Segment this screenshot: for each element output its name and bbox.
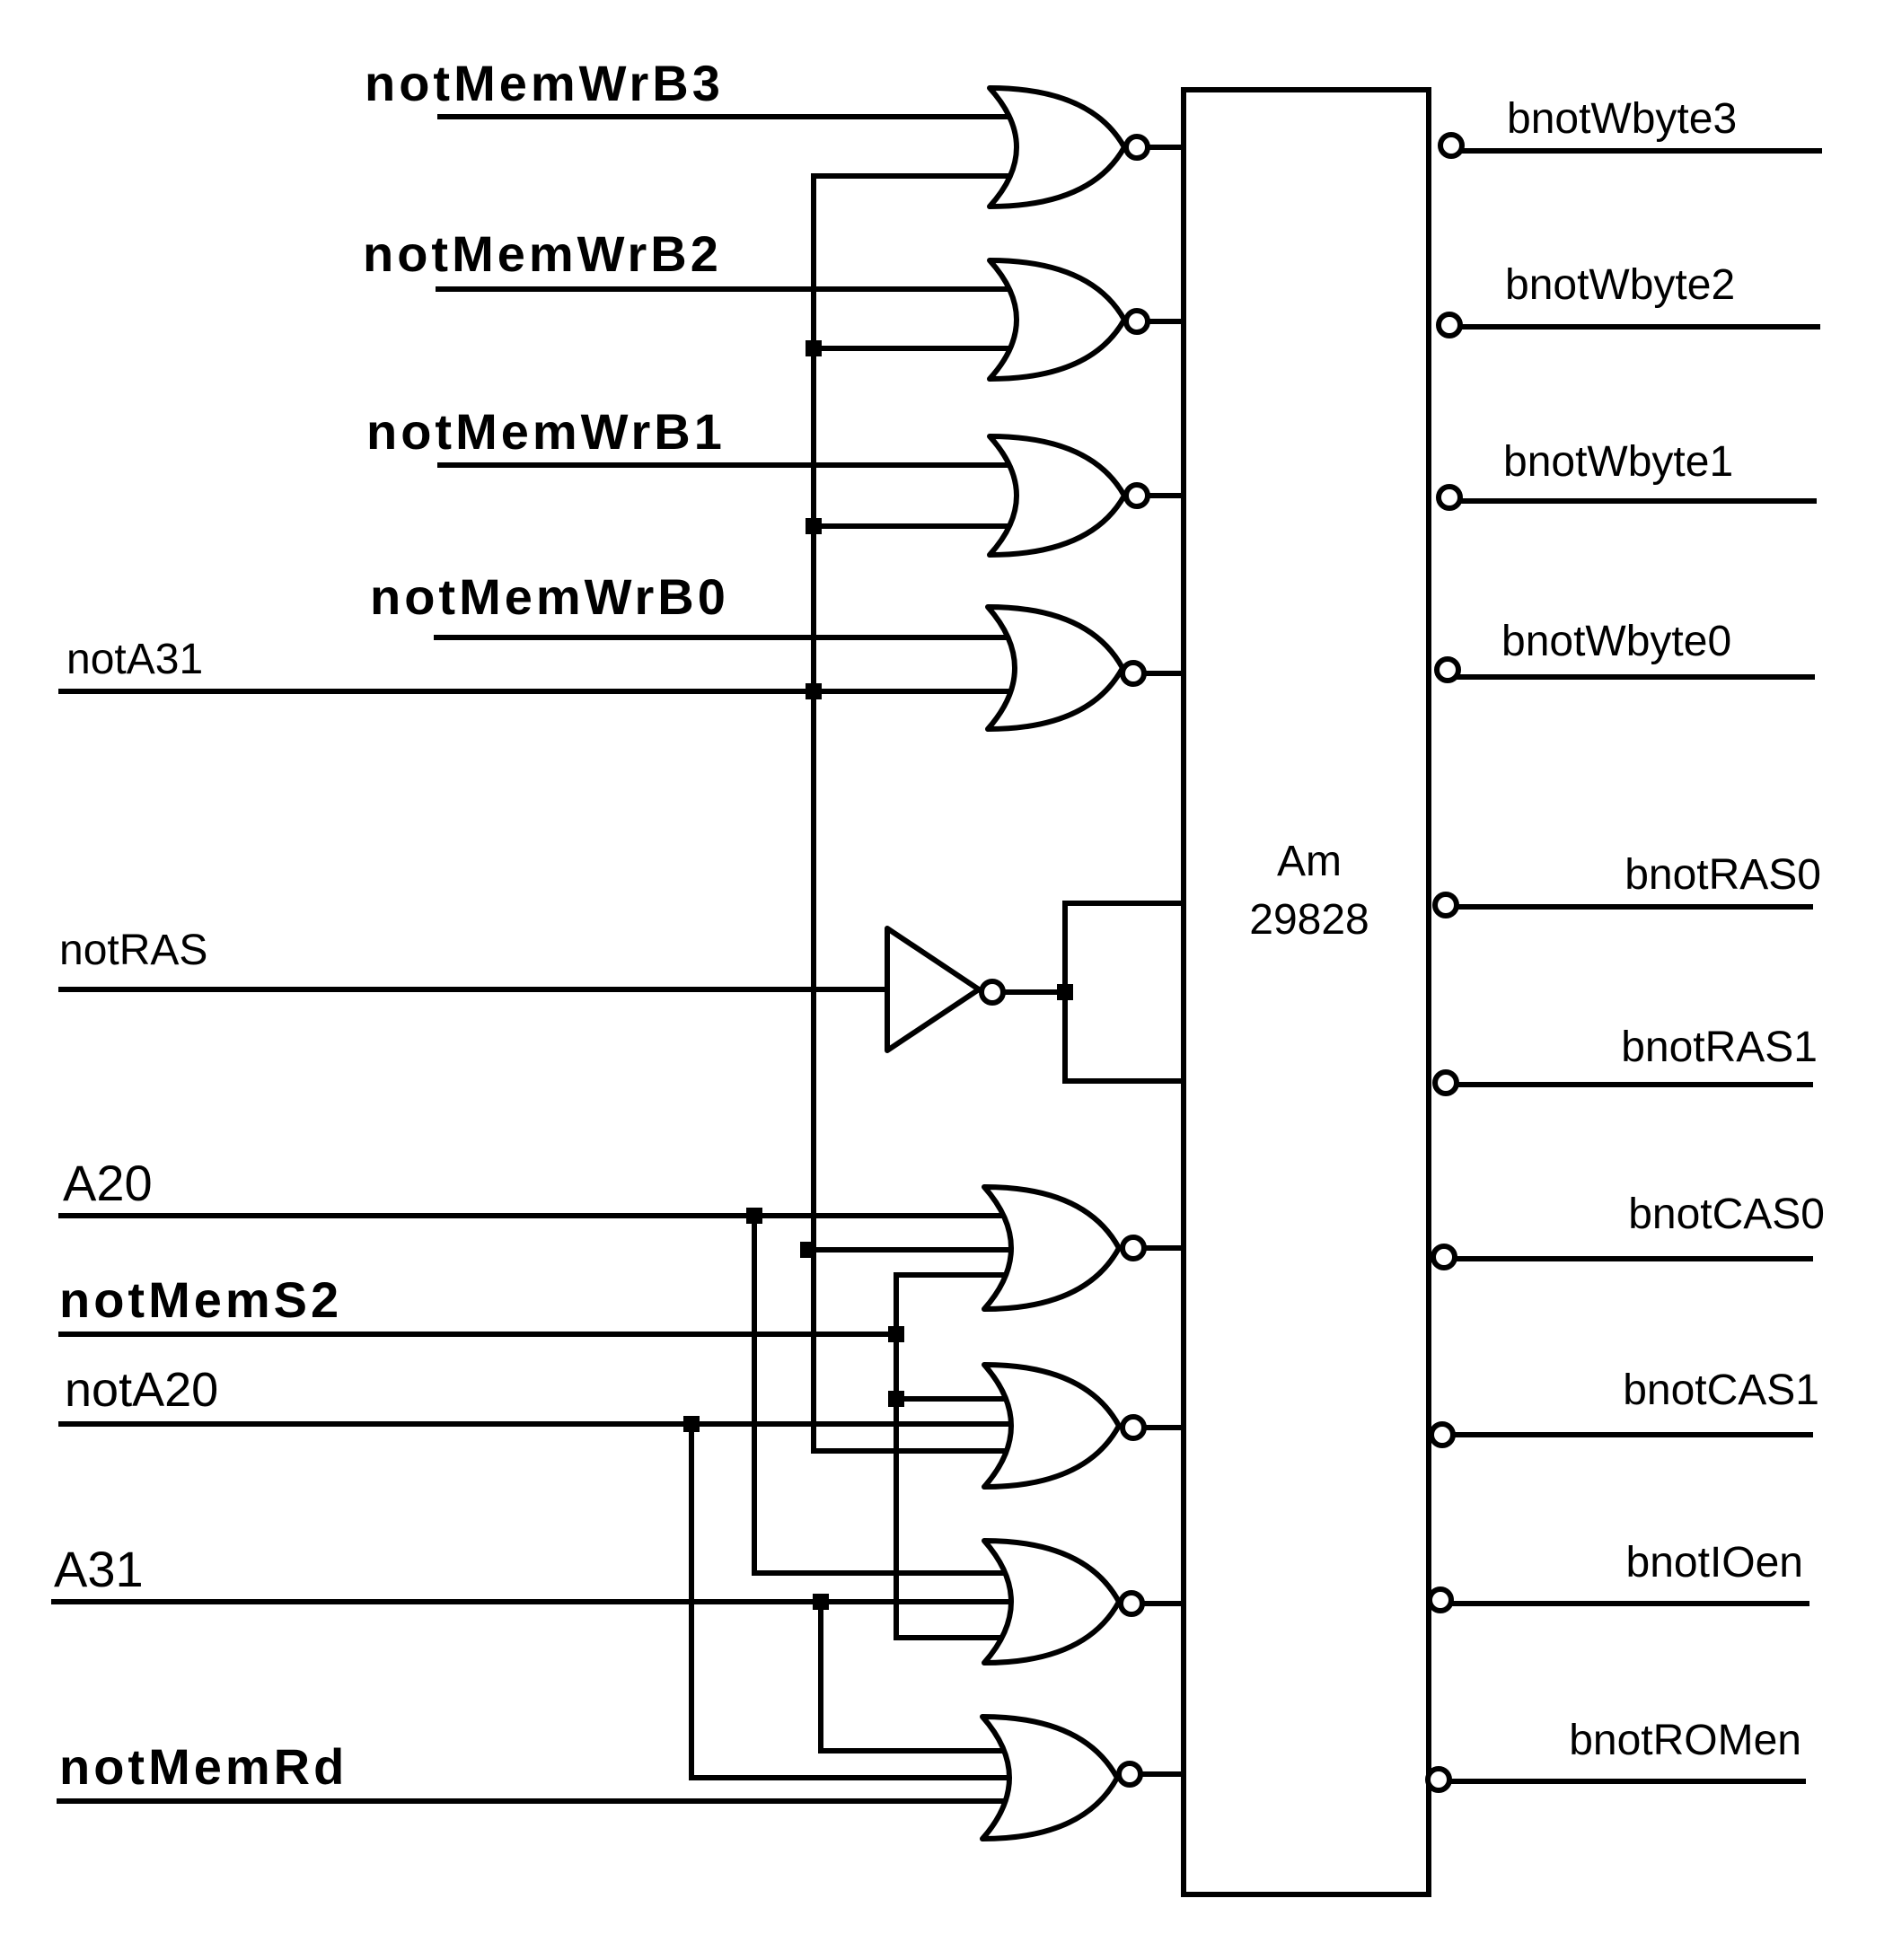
label-bnotRAS0: bnotRAS0 [1624,851,1821,899]
output-pins [1425,132,1822,1793]
chip-label-line1: Am [1277,838,1342,885]
label-bnotRAS1: bnotRAS1 [1621,1024,1818,1071]
chip-label-line2: 29828 [1249,896,1369,944]
inverter-notRAS [885,926,1006,1053]
junction-dot [888,1391,904,1407]
input-wires [51,114,1186,1804]
nor-gate-wbyte0 [985,604,1186,732]
label-notA31: notA31 [66,636,203,683]
label-notMemWrB0: notMemWrB0 [370,568,729,625]
nor-gate-wbyte2 [987,258,1186,382]
nor-gate-ioen [982,1538,1186,1666]
label-notA20: notA20 [65,1363,218,1417]
label-bnotWbyte0: bnotWbyte0 [1501,618,1731,665]
junction-dot [806,340,822,356]
label-bnotWbyte1: bnotWbyte1 [1503,438,1733,486]
label-bnotCAS1: bnotCAS1 [1623,1367,1819,1414]
label-notMemS2: notMemS2 [59,1271,342,1328]
junction-dot [1057,984,1073,1000]
label-bnotIOen: bnotIOen [1626,1539,1803,1586]
junction-dot [746,1208,762,1224]
nor-gate-romen [980,1714,1186,1841]
label-bnotROMen: bnotROMen [1569,1717,1801,1764]
label-bnotWbyte2: bnotWbyte2 [1505,261,1735,309]
label-notMemRd: notMemRd [59,1738,348,1795]
junction-dot [683,1416,700,1432]
junction-dot [806,518,822,534]
label-notRAS: notRAS [59,927,207,974]
label-bnotWbyte3: bnotWbyte3 [1507,95,1737,143]
junction-dot [800,1242,816,1258]
junction-dots [683,340,1073,1610]
nor-gate-cas1 [982,1362,1186,1490]
nor-gate-wbyte1 [987,434,1186,558]
label-notMemWrB1: notMemWrB1 [366,403,726,460]
label-bnotCAS0: bnotCAS0 [1628,1191,1825,1238]
chip-am29828 [1181,87,1431,1897]
label-A31: A31 [54,1541,144,1597]
label-notMemWrB3: notMemWrB3 [365,55,724,111]
junction-dot [888,1326,904,1342]
junction-dot [806,683,822,699]
nor-gate-cas0 [982,1184,1186,1312]
label-notMemWrB2: notMemWrB2 [363,225,722,282]
junction-dot [813,1594,829,1610]
label-A20: A20 [63,1155,153,1211]
nor-gate-wbyte3 [987,85,1186,209]
